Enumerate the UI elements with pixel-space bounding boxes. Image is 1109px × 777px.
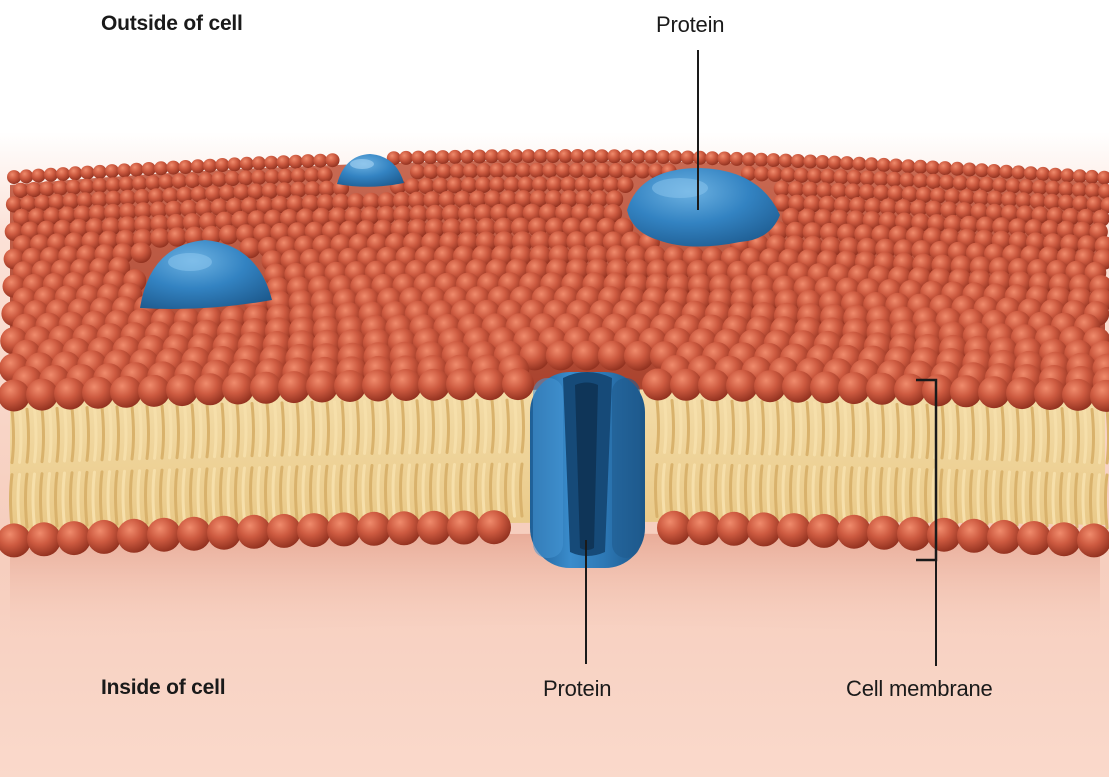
cell-membrane-label: Cell membrane bbox=[846, 676, 993, 702]
inside-of-cell-label: Inside of cell bbox=[101, 676, 225, 700]
bottom-protein-label: Protein bbox=[543, 676, 611, 702]
top-protein-label: Protein bbox=[656, 12, 724, 38]
channel-protein bbox=[530, 372, 645, 568]
outside-of-cell-label: Outside of cell bbox=[101, 12, 243, 36]
